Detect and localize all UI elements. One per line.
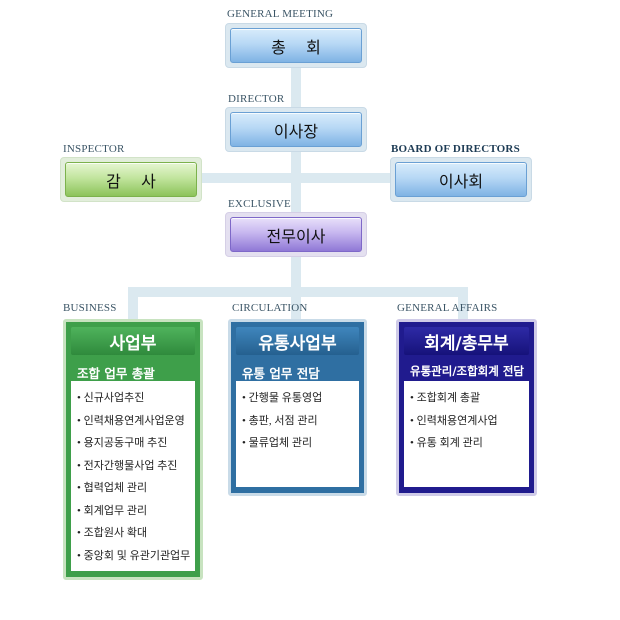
caption-circulation: CIRCULATION (232, 302, 308, 314)
dept-business-subtitle: 조합 업무 총괄 (77, 366, 155, 381)
dept-general-affairs-list: • 조합회계 총괄 • 인력채용연계사업 • 유통 회계 관리 (404, 381, 529, 487)
list-item: • 신규사업추진 (77, 392, 145, 404)
caption-inspector: INSPECTOR (63, 143, 125, 155)
list-item: • 중앙회 및 유관기관업무 (77, 549, 191, 562)
dept-business-title: 사업부 (71, 327, 195, 355)
dept-general-affairs-title: 회계/총무부 (404, 327, 529, 355)
dept-business: 사업부 조합 업무 총괄 • 신규사업추진 • 인력채용연계사업운영 • 용지공… (63, 319, 203, 580)
caption-director: DIRECTOR (228, 93, 285, 105)
node-board: 이사회 (390, 157, 532, 202)
dept-circulation-subtitle: 유통 업무 전담 (242, 366, 320, 381)
node-director-label: 이사장 (230, 112, 362, 147)
list-item: • 조합회계 총괄 (410, 392, 481, 404)
caption-general-affairs: GENERAL AFFAIRS (397, 302, 498, 314)
dept-business-list: • 신규사업추진 • 인력채용연계사업운영 • 용지공동구매 추진 • 전자간행… (71, 381, 195, 571)
connector-horizontal-mid (200, 173, 395, 183)
caption-exclusive: EXCLUSIVE (228, 198, 291, 210)
list-item: • 총판, 서점 관리 (242, 414, 318, 427)
list-item: • 협력업체 관리 (77, 482, 148, 494)
dept-general-affairs-subtitle: 유통관리/조합회계 전담 (410, 364, 525, 378)
list-item: • 유통 회계 관리 (410, 437, 483, 449)
list-item: • 조합원사 확대 (77, 527, 148, 539)
node-inspector-label: 감 사 (65, 162, 197, 197)
list-item: • 인력채용연계사업운영 (77, 414, 185, 427)
connector-drop-affairs (458, 287, 468, 327)
connector-drop-business (128, 287, 138, 327)
list-item: • 인력채용연계사업 (410, 414, 498, 427)
node-general-meeting-label: 총 회 (230, 28, 362, 63)
list-item: • 간행물 유통영업 (242, 392, 323, 404)
dept-circulation-title: 유통사업부 (236, 327, 359, 355)
dept-general-affairs: 회계/총무부 유통관리/조합회계 전담 • 조합회계 총괄 • 인력채용연계사업… (396, 319, 537, 496)
node-inspector: 감 사 (60, 157, 202, 202)
list-item: • 물류업체 관리 (242, 437, 313, 449)
caption-board: BOARD OF DIRECTORS (391, 143, 520, 155)
node-board-label: 이사회 (395, 162, 527, 197)
caption-general-meeting: GENERAL MEETING (227, 8, 334, 20)
list-item: • 용지공동구매 추진 (77, 437, 168, 449)
list-item: • 회계업무 관리 (77, 504, 148, 517)
caption-business: BUSINESS (63, 302, 117, 314)
node-exclusive: 전무이사 (225, 212, 367, 257)
connector-vertical-main (291, 60, 301, 360)
dept-circulation-list: • 간행물 유통영업 • 총판, 서점 관리 • 물류업체 관리 (236, 381, 359, 487)
node-general-meeting: 총 회 (225, 23, 367, 68)
list-item: • 전자간행물사업 추진 (77, 459, 178, 472)
node-director: 이사장 (225, 107, 367, 152)
connector-horizontal-bottom (128, 287, 468, 297)
dept-circulation: 유통사업부 유통 업무 전담 • 간행물 유통영업 • 총판, 서점 관리 • … (228, 319, 367, 496)
node-exclusive-label: 전무이사 (230, 217, 362, 252)
